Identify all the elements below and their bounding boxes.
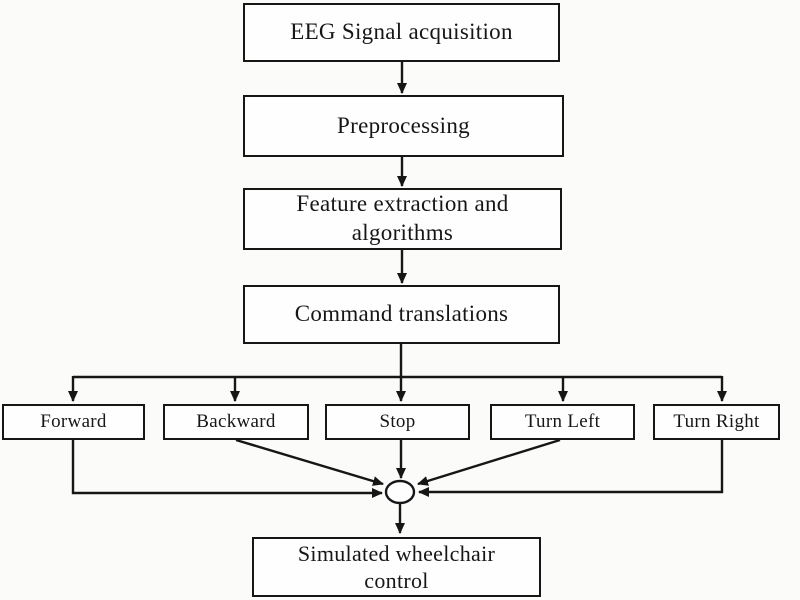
node-stop: Stop — [325, 404, 470, 440]
edge-forward-junction — [71, 440, 383, 498]
edge-turnleft-junction — [417, 438, 561, 486]
node-command-translations: Command translations — [243, 285, 560, 344]
node-preprocessing: Preprocessing — [243, 95, 564, 157]
node-backward: Backward — [163, 404, 309, 440]
node-eeg-signal-acquisition: EEG Signal acquisition — [243, 3, 560, 62]
node-feature-extraction: Feature extraction and algorithms — [243, 188, 562, 250]
node-simulated-wheelchair-control: Simulated wheelchair control — [252, 537, 541, 597]
node-turn-right: Turn Right — [653, 404, 780, 440]
edge-backward-junction — [235, 438, 384, 486]
node-forward: Forward — [2, 404, 145, 440]
edge-turnright-junction — [418, 440, 724, 497]
node-turn-left: Turn Left — [490, 404, 635, 440]
junction-ellipse — [384, 479, 416, 505]
